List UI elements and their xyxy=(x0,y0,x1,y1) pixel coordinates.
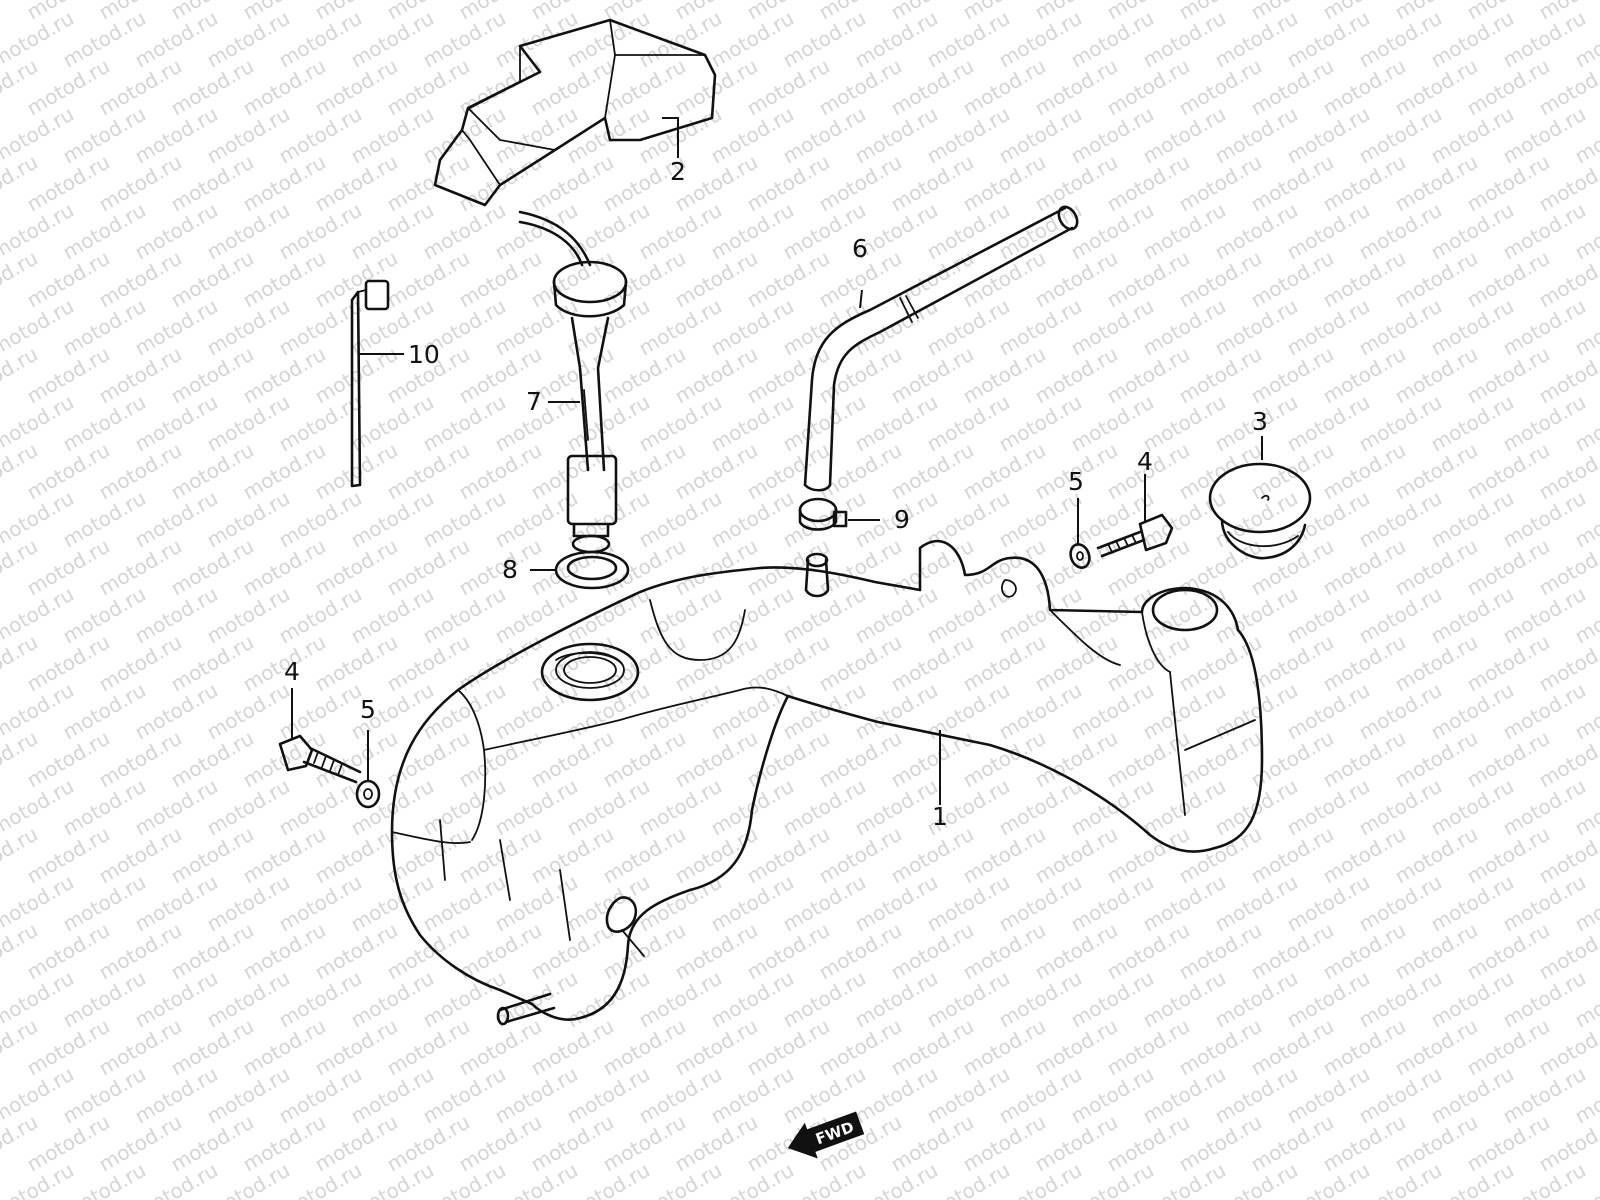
washer-right-drawing xyxy=(1069,543,1091,569)
fuel-tank-drawing xyxy=(390,539,1264,1026)
tank-cover-drawing xyxy=(433,18,717,207)
callout-labels: 2 10 7 8 9 6 3 4 5 4 5 1 xyxy=(284,157,1268,831)
callout-5-left: 5 xyxy=(360,695,376,724)
rubber-cap-drawing xyxy=(1208,462,1312,560)
callout-9: 9 xyxy=(894,505,910,534)
callout-5-right: 5 xyxy=(1068,467,1084,496)
callout-7: 7 xyxy=(526,387,542,416)
breather-hose-drawing xyxy=(803,205,1079,492)
cable-tie-drawing xyxy=(350,279,390,488)
washer-left-drawing xyxy=(355,779,381,809)
callout-6: 6 xyxy=(852,234,868,263)
bolt-right-drawing xyxy=(1096,513,1174,558)
callout-10: 10 xyxy=(408,340,440,369)
fuel-gauge-drawing xyxy=(518,210,628,554)
hose-clamp-drawing xyxy=(798,497,848,531)
callout-8: 8 xyxy=(502,555,518,584)
leader-lines xyxy=(291,117,1263,805)
callout-4-left: 4 xyxy=(284,657,300,686)
callout-1: 1 xyxy=(932,802,948,831)
callout-2: 2 xyxy=(670,157,686,186)
callout-3: 3 xyxy=(1252,407,1268,436)
bolt-left-drawing xyxy=(278,734,362,784)
callout-4-right: 4 xyxy=(1137,447,1153,476)
